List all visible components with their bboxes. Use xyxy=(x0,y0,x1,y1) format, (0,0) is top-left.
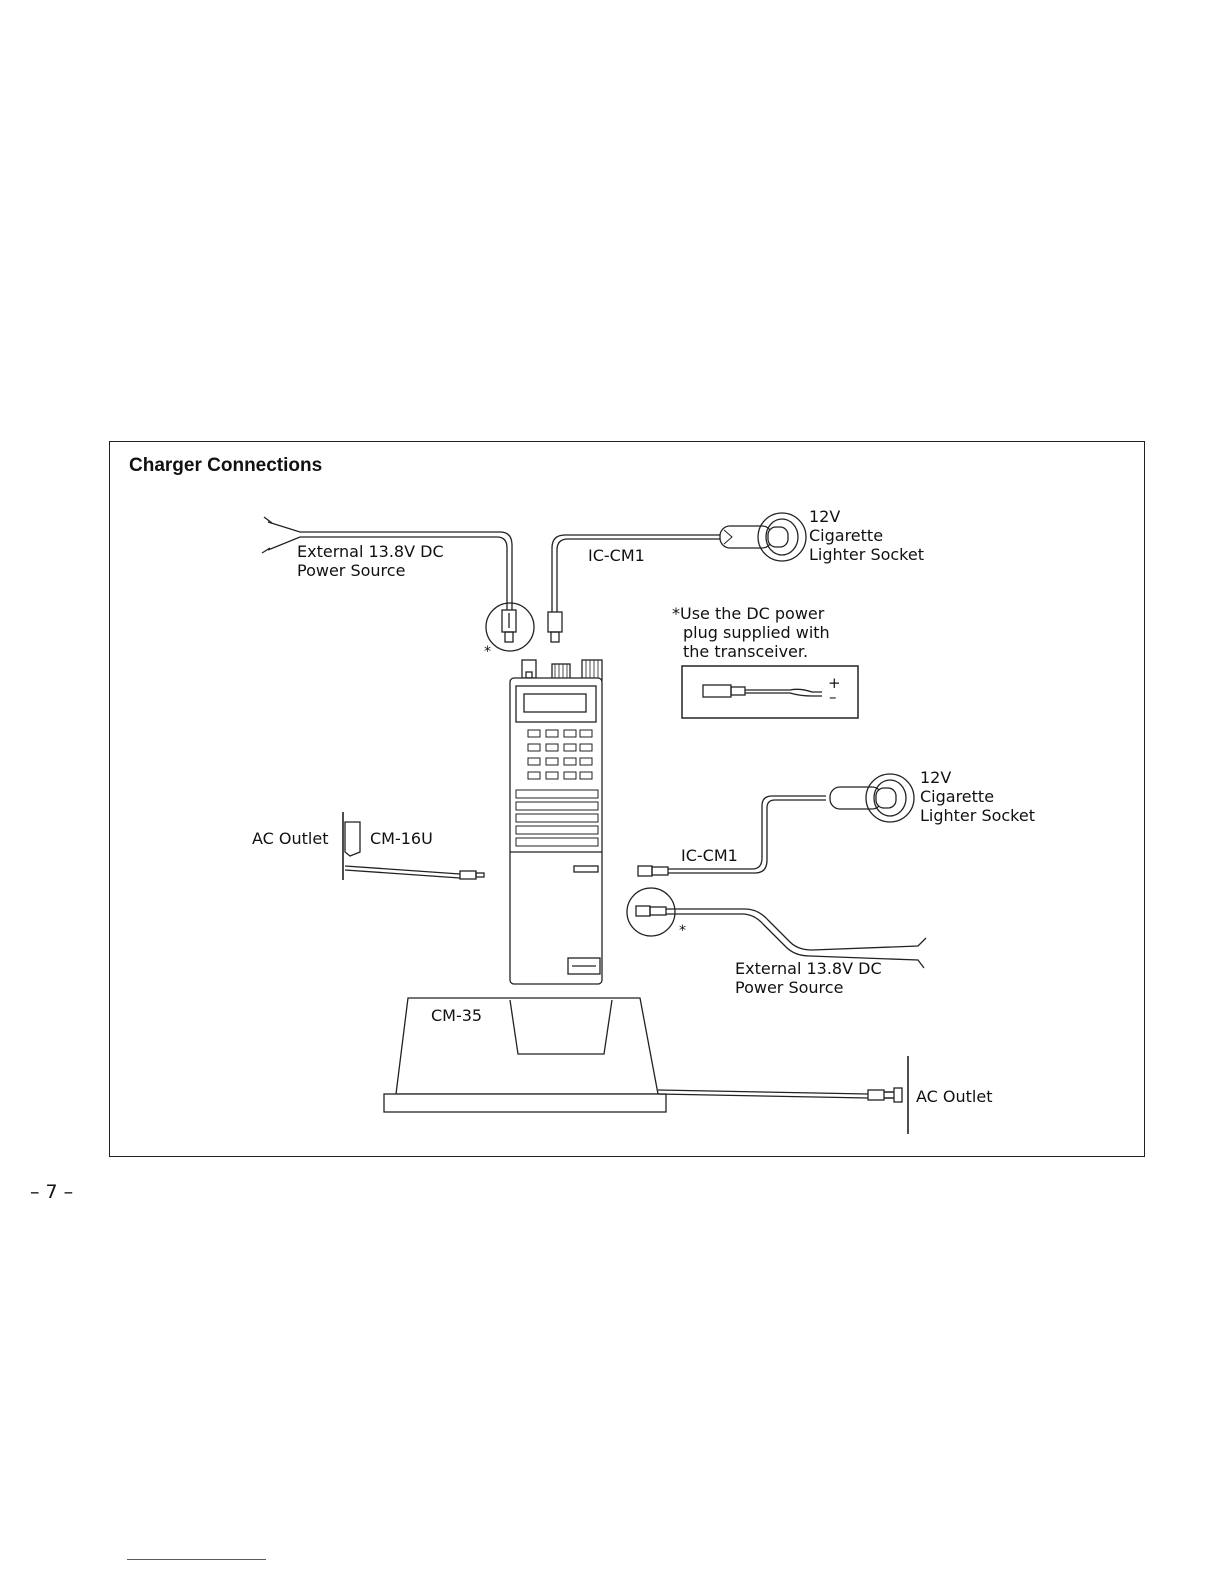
ac-outlet-left-label: AC Outlet xyxy=(252,829,329,848)
socket-top-line2: Cigarette xyxy=(809,526,924,545)
asterisk-top: * xyxy=(484,643,491,662)
ext-dc-top-label: External 13.8V DC Power Source xyxy=(297,542,444,580)
ext-dc-top-line1: External 13.8V DC xyxy=(297,542,444,561)
ic-cm1-right-label: IC-CM1 xyxy=(681,846,738,865)
socket-top-line1: 12V xyxy=(809,507,924,526)
cm35-label: CM-35 xyxy=(431,1006,482,1025)
cigarette-socket-top xyxy=(720,513,806,561)
socket-right-line3: Lighter Socket xyxy=(920,806,1035,825)
ic-cm1-top-label: IC-CM1 xyxy=(588,546,645,565)
cm35-charger-stand xyxy=(384,998,666,1112)
socket-top-line3: Lighter Socket xyxy=(809,545,924,564)
note-line1: *Use the DC power xyxy=(672,604,830,623)
socket-right-line1: 12V xyxy=(920,768,1035,787)
transceiver xyxy=(510,660,602,984)
diagram-title: Charger Connections xyxy=(129,455,322,477)
ext-dc-top-line2: Power Source xyxy=(297,561,444,580)
note-line2: plug supplied with xyxy=(672,623,830,642)
socket-top-label: 12V Cigarette Lighter Socket xyxy=(809,507,924,564)
page-number: – 7 – xyxy=(30,1181,73,1203)
ac-cable-bottom xyxy=(658,1056,908,1134)
ext-dc-right-label: External 13.8V DC Power Source xyxy=(735,959,882,997)
asterisk-right: * xyxy=(679,922,686,941)
footnote-rule xyxy=(127,1559,266,1560)
socket-right-label: 12V Cigarette Lighter Socket xyxy=(920,768,1035,825)
ext-dc-right-line2: Power Source xyxy=(735,978,882,997)
ext-dc-right-line1: External 13.8V DC xyxy=(735,959,882,978)
note-line3: the transceiver. xyxy=(672,642,830,661)
cigarette-socket-right xyxy=(830,774,914,822)
ac-outlet-bottom-label: AC Outlet xyxy=(916,1087,993,1106)
cm16u-label: CM-16U xyxy=(370,829,433,848)
minus-sign: – xyxy=(829,688,837,707)
socket-right-line2: Cigarette xyxy=(920,787,1035,806)
dc-plug-circled-top xyxy=(486,603,534,651)
dc-plug-circled-right xyxy=(627,888,675,936)
dc-plug-note: *Use the DC power plug supplied with the… xyxy=(672,604,830,661)
